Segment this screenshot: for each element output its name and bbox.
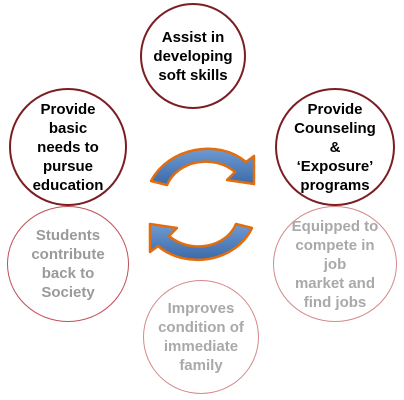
node-equipped-label: Equipped to compete in job market and fi… (291, 217, 379, 311)
node-students-contribute-label: Students contribute back to Society (31, 227, 105, 301)
node-improves-label: Improves condition of immediate family (158, 300, 244, 374)
node-soft-skills-label: Assist in developing soft skills (153, 28, 233, 84)
bottom-cycle-arrow (148, 222, 254, 262)
node-counseling-label: Provide Counseling & ‘Exposure’ programs (294, 100, 376, 194)
top-cycle-arrow (149, 147, 256, 187)
node-students-contribute: Students contribute back to Society (7, 206, 129, 322)
node-counseling: Provide Counseling & ‘Exposure’ programs (275, 88, 395, 206)
node-basic-needs: Provide basic needs to pursue education (9, 88, 127, 206)
node-basic-needs-label: Provide basic needs to pursue education (32, 100, 104, 194)
node-improves: Improves condition of immediate family (143, 280, 259, 394)
node-soft-skills: Assist in developing soft skills (140, 3, 246, 109)
node-equipped: Equipped to compete in job market and fi… (273, 206, 397, 322)
